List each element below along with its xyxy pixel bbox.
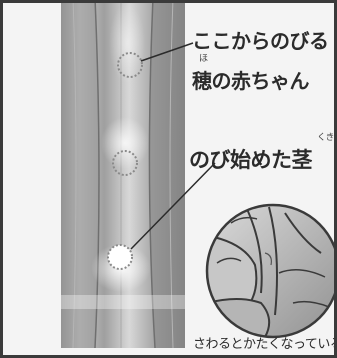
zoom-detail: [207, 205, 334, 337]
panicle-marker: [117, 52, 143, 78]
stem-marker: [107, 244, 133, 270]
stem-ridge: [148, 3, 156, 349]
stem-ridge: [94, 3, 100, 349]
stem-ridge: [169, 3, 174, 349]
stem-leader: [130, 162, 216, 250]
stem-ruby: くき: [317, 133, 335, 143]
panicle-leader: [140, 42, 194, 62]
panicle-label-line1: ここからのびる: [192, 29, 329, 53]
node-marker: [112, 150, 138, 176]
stem-highlight: [101, 117, 149, 169]
stem-highlight: [109, 3, 145, 83]
panicle-label-line2: 穂の赤ちゃん: [192, 69, 310, 93]
zoom-caption: さわるとかたくなっている: [193, 337, 337, 352]
stem-sheath-right: [149, 3, 185, 348]
stem-node-band: [61, 295, 185, 309]
stem-label: のび始めた茎: [189, 148, 313, 172]
stem-ridge: [72, 3, 77, 349]
stem-illustration: [61, 3, 334, 349]
stem-sheath-left: [61, 3, 99, 348]
panicle-ruby: ほ: [199, 54, 208, 64]
zoom-circle-border: [205, 203, 334, 339]
